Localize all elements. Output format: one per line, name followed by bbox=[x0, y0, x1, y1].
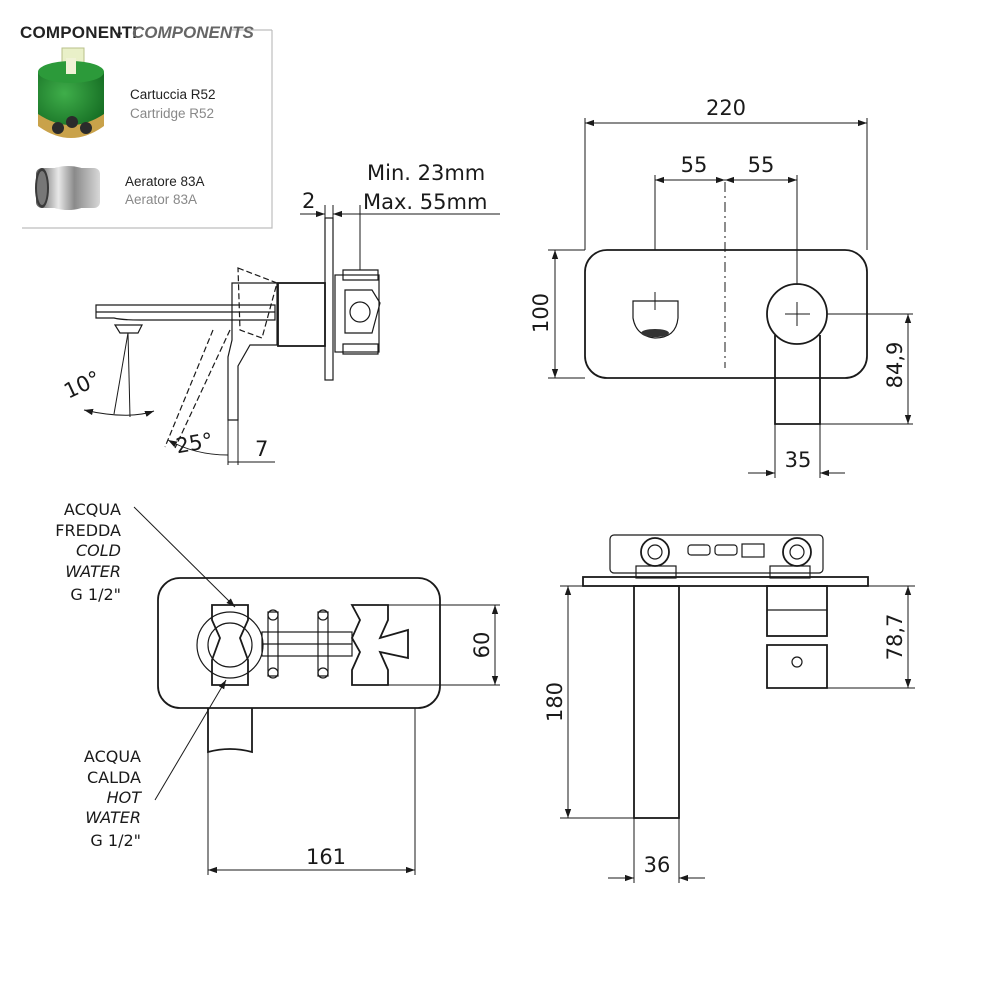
top-lever-base bbox=[766, 585, 828, 637]
body-height-label: 60 bbox=[470, 632, 494, 659]
aerator-name-it: Aeratore 83A bbox=[125, 174, 205, 189]
width-label: 220 bbox=[706, 96, 746, 120]
cold-thread: G 1/2" bbox=[70, 585, 121, 604]
range-max-label: Max. 55mm bbox=[363, 190, 487, 214]
wall-thickness-label: 2 bbox=[302, 189, 315, 213]
lever-height-label: 84,9 bbox=[883, 342, 907, 389]
front-spout bbox=[632, 300, 679, 339]
top-view: 180 78,7 36 bbox=[543, 534, 915, 883]
components-box: COMPONENTI - COMPONENTS Cartuccia R52 Ca… bbox=[20, 23, 273, 229]
cold-label-it-1: ACQUA bbox=[64, 500, 121, 519]
range-min-label: Min. 23mm bbox=[367, 161, 485, 185]
rear-plate bbox=[157, 577, 441, 709]
lever-offset-label: 7 bbox=[255, 437, 268, 461]
components-title-en: COMPONENTS bbox=[132, 23, 255, 42]
side-view: 10° 25° 7 2 Min. 23mm Max. 55mm bbox=[60, 161, 500, 465]
depth-label: 161 bbox=[306, 845, 346, 869]
top-plate bbox=[582, 576, 869, 587]
top-spout bbox=[633, 585, 680, 819]
hot-label-en-2: WATER bbox=[85, 808, 141, 827]
front-lever bbox=[774, 335, 821, 425]
spacing-right-label: 55 bbox=[748, 153, 775, 177]
hot-label-en-1: HOT bbox=[107, 788, 143, 807]
hot-label-it-1: ACQUA bbox=[84, 747, 141, 766]
height-label: 100 bbox=[529, 293, 553, 333]
components-title: COMPONENTI bbox=[20, 23, 137, 42]
rear-view: ACQUA FREDDA COLD WATER G 1/2" ACQUA CAL… bbox=[55, 500, 500, 875]
cartridge-icon bbox=[38, 47, 104, 138]
hot-label-it-2: CALDA bbox=[87, 768, 141, 787]
lever-depth-label: 78,7 bbox=[883, 614, 907, 661]
cartridge-name-en: Cartridge R52 bbox=[130, 106, 214, 121]
valve-hot bbox=[196, 611, 264, 679]
lever bbox=[227, 282, 278, 421]
aerator-name-en: Aerator 83A bbox=[125, 192, 197, 207]
front-plate bbox=[584, 249, 868, 379]
connector bbox=[334, 274, 380, 353]
rear-spout bbox=[207, 708, 253, 754]
front-view: 220 55 55 100 84,9 35 bbox=[529, 96, 913, 478]
hot-thread: G 1/2" bbox=[90, 831, 141, 850]
spout-length-label: 180 bbox=[543, 682, 567, 722]
components-separator: - bbox=[117, 23, 123, 42]
cold-label-it-2: FREDDA bbox=[55, 521, 121, 540]
cartridge-name-it: Cartuccia R52 bbox=[130, 87, 216, 102]
wall-plate bbox=[324, 217, 334, 381]
spout-angle-label: 10° bbox=[60, 366, 104, 403]
body bbox=[277, 282, 326, 347]
aerator-icon bbox=[35, 166, 100, 210]
spacing-left-label: 55 bbox=[681, 153, 708, 177]
lever-width-label: 35 bbox=[785, 448, 812, 472]
spout bbox=[95, 304, 276, 321]
cold-label-en-2: WATER bbox=[65, 562, 121, 581]
cold-label-en-1: COLD bbox=[76, 541, 121, 560]
spout-width-label: 36 bbox=[644, 853, 671, 877]
valve-cold bbox=[350, 604, 409, 686]
rough-in-box bbox=[609, 534, 824, 574]
